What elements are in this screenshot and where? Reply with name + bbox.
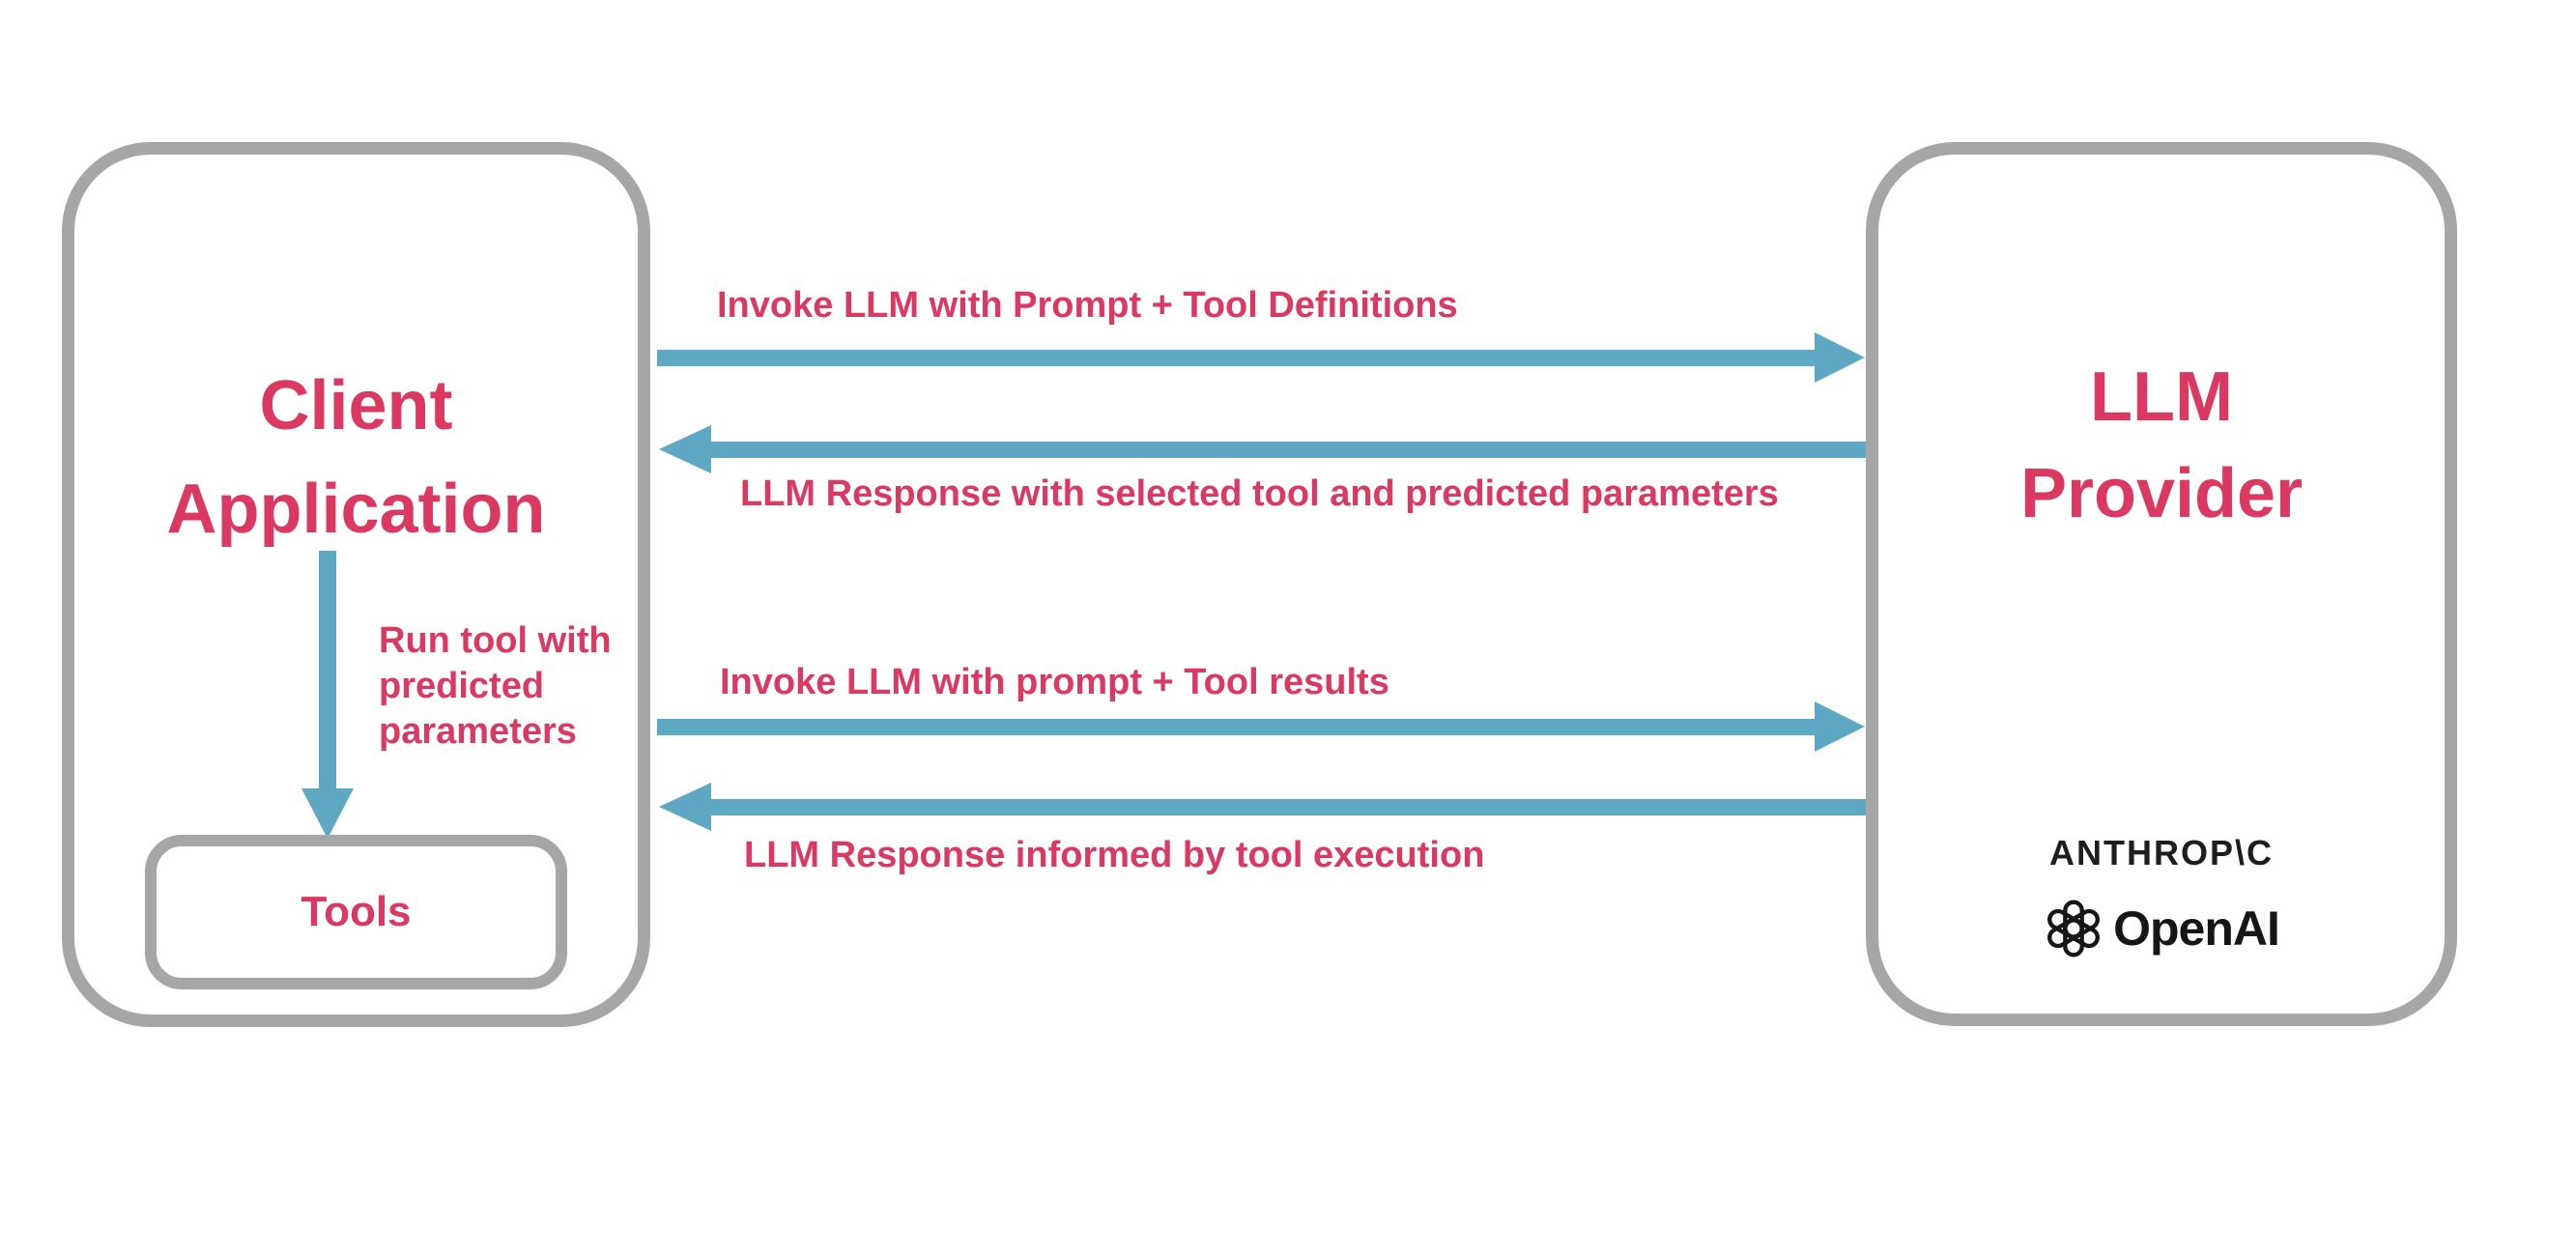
run-tool-arrow-body (319, 551, 336, 790)
client-title-line2: Application (166, 471, 546, 548)
llm-provider-title: LLM Provider (1866, 349, 2457, 542)
top-request-arrow-body (657, 350, 1815, 366)
client-title-line1: Client (259, 367, 453, 444)
tools-box: Tools (145, 835, 567, 989)
top-response-label: LLM Response with selected tool and pred… (740, 473, 1779, 514)
llm-title-line2: Provider (2019, 455, 2304, 532)
top-request-arrow-head-icon (1815, 332, 1865, 383)
tools-label: Tools (301, 888, 412, 935)
bottom-response-arrow-body (711, 799, 1866, 815)
client-application-title: Client Application (62, 355, 650, 561)
run-tool-arrow-head-icon (301, 788, 354, 839)
llm-title-line1: LLM (2090, 358, 2233, 436)
top-request-label: Invoke LLM with Prompt + Tool Definition… (717, 285, 1458, 326)
bottom-request-label: Invoke LLM with prompt + Tool results (720, 662, 1389, 702)
bottom-response-arrow-head-icon (659, 783, 711, 831)
anthropic-logo: ANTHROP\C (2049, 833, 2274, 872)
top-response-arrow-head-icon (659, 425, 711, 473)
openai-knot-icon (2047, 900, 2101, 958)
bottom-request-arrow-body (657, 719, 1815, 735)
llm-provider-box (1866, 142, 2457, 1026)
top-response-arrow-body (711, 442, 1866, 458)
openai-logo-text: OpenAI (2113, 901, 2280, 956)
bottom-response-label: LLM Response informed by tool execution (744, 835, 1485, 875)
run-tool-label: Run tool with predicted parameters (379, 620, 612, 752)
bottom-request-arrow-head-icon (1815, 701, 1865, 752)
openai-logo: OpenAI (1866, 899, 2457, 958)
